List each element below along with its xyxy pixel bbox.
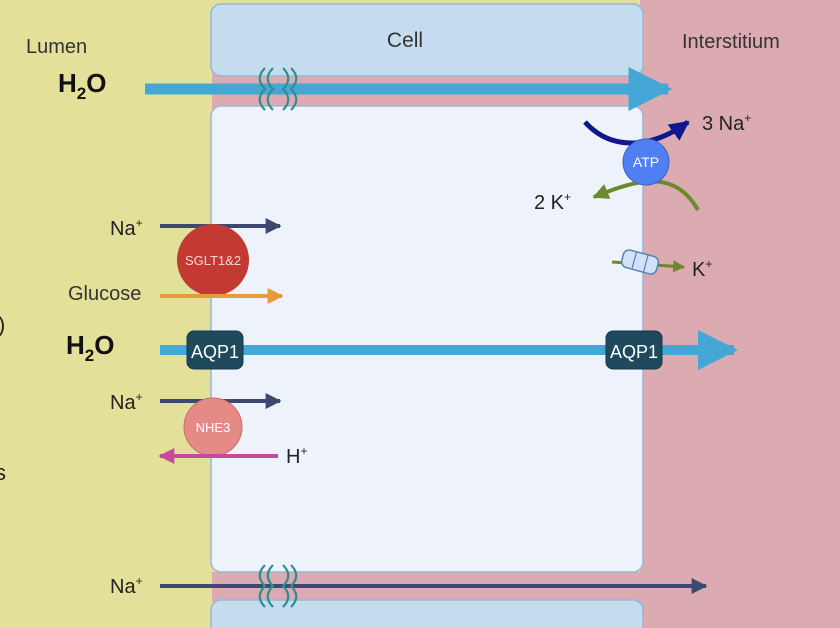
atpase-pump-icon — [622, 138, 670, 186]
aqp1-basal-label: AQP1 — [610, 342, 658, 362]
tight-junction-top-icon — [258, 67, 298, 111]
sodium-sglt-label: Na+ — [110, 216, 143, 240]
water-label-top: H2O — [58, 68, 106, 103]
cell-title: Cell — [387, 29, 423, 52]
cropped-edge-glyph-1: ) — [0, 312, 5, 337]
water-label-mid: H2O — [66, 330, 114, 365]
atpase-label: ATP — [633, 154, 659, 170]
aqp1-apical-label: AQP1 — [191, 342, 239, 362]
potassium-channel-icon — [620, 249, 660, 275]
lumen-title: Lumen — [26, 36, 87, 58]
sodium-paracellular-label: Na+ — [110, 574, 143, 598]
proton-label: H+ — [286, 444, 307, 468]
potassium-pump-label: 2 K+ — [534, 190, 571, 214]
neighbor-cell-top — [210, 3, 644, 77]
aqp1-basal-icon — [605, 330, 663, 370]
sglt-transporter-icon — [177, 224, 249, 296]
sodium-nhe-label: Na+ — [110, 390, 143, 414]
sodium-pump-label: 3 Na+ — [702, 111, 751, 135]
interstitium-region — [640, 0, 840, 628]
sglt-label: SGLT1&2 — [185, 253, 241, 268]
tight-junction-bottom-icon — [258, 564, 298, 608]
aqp1-apical-icon — [186, 330, 244, 370]
cropped-edge-glyph-2: s — [0, 460, 6, 485]
glucose-label: Glucose — [68, 283, 141, 305]
pump-sodium-arrow — [583, 119, 690, 146]
nhe3-label: NHE3 — [196, 420, 231, 435]
cell-body — [210, 105, 644, 573]
interstitium-title: Interstitium — [682, 31, 780, 53]
potassium-channel-label: K+ — [692, 257, 712, 281]
neighbor-cell-bottom — [210, 599, 644, 628]
